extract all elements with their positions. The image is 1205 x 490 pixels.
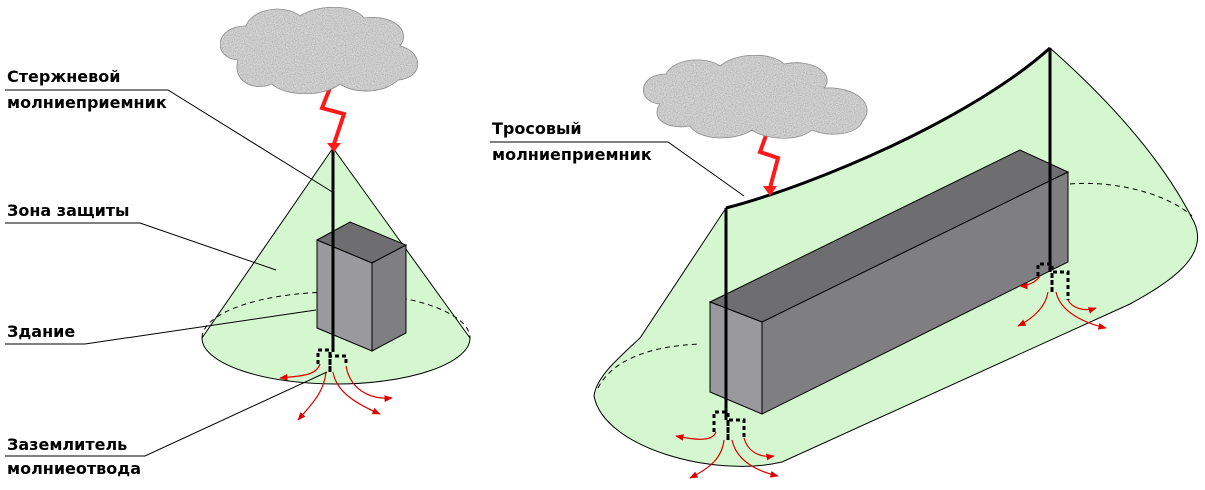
cable-label: Тросовый молниеприемник (492, 119, 652, 164)
building-small (315, 221, 408, 352)
protection-zone-cable-hidden-edge (597, 343, 701, 389)
building-label-leader (5, 309, 317, 345)
cable-wire (725, 46, 1052, 210)
ground-electrode-icon (712, 410, 746, 440)
cloud-icon (219, 6, 419, 95)
current-arrow-icon (675, 431, 779, 479)
lightning-bolt-icon (319, 87, 347, 145)
ground-electrode-icon (316, 348, 348, 372)
current-arrow-icon (1017, 275, 1107, 330)
current-arrow-icon (279, 363, 393, 421)
rod-label: Стержневой молниеприемник (7, 67, 167, 112)
zone-label: Зона защиты (7, 201, 130, 220)
building-label: Здание (7, 322, 75, 341)
zone-label-leader (5, 222, 277, 271)
cable-scheme: Тросовый молниеприемник (490, 46, 1199, 479)
cable-label-leader (490, 141, 745, 197)
ground-label: Заземлитель молниеотвода (7, 435, 141, 478)
rod-label-leader (5, 89, 335, 194)
building-long (708, 149, 1070, 415)
lightning-bolt-icon (757, 129, 781, 189)
rod-scheme: Стержневой молниеприемник Зона защиты Зд… (5, 6, 471, 478)
protection-zone-base-hidden-edge (201, 291, 471, 339)
ground-label-leader (5, 371, 328, 457)
cloud-icon (643, 54, 868, 139)
ground-electrode-icon (1036, 262, 1070, 300)
